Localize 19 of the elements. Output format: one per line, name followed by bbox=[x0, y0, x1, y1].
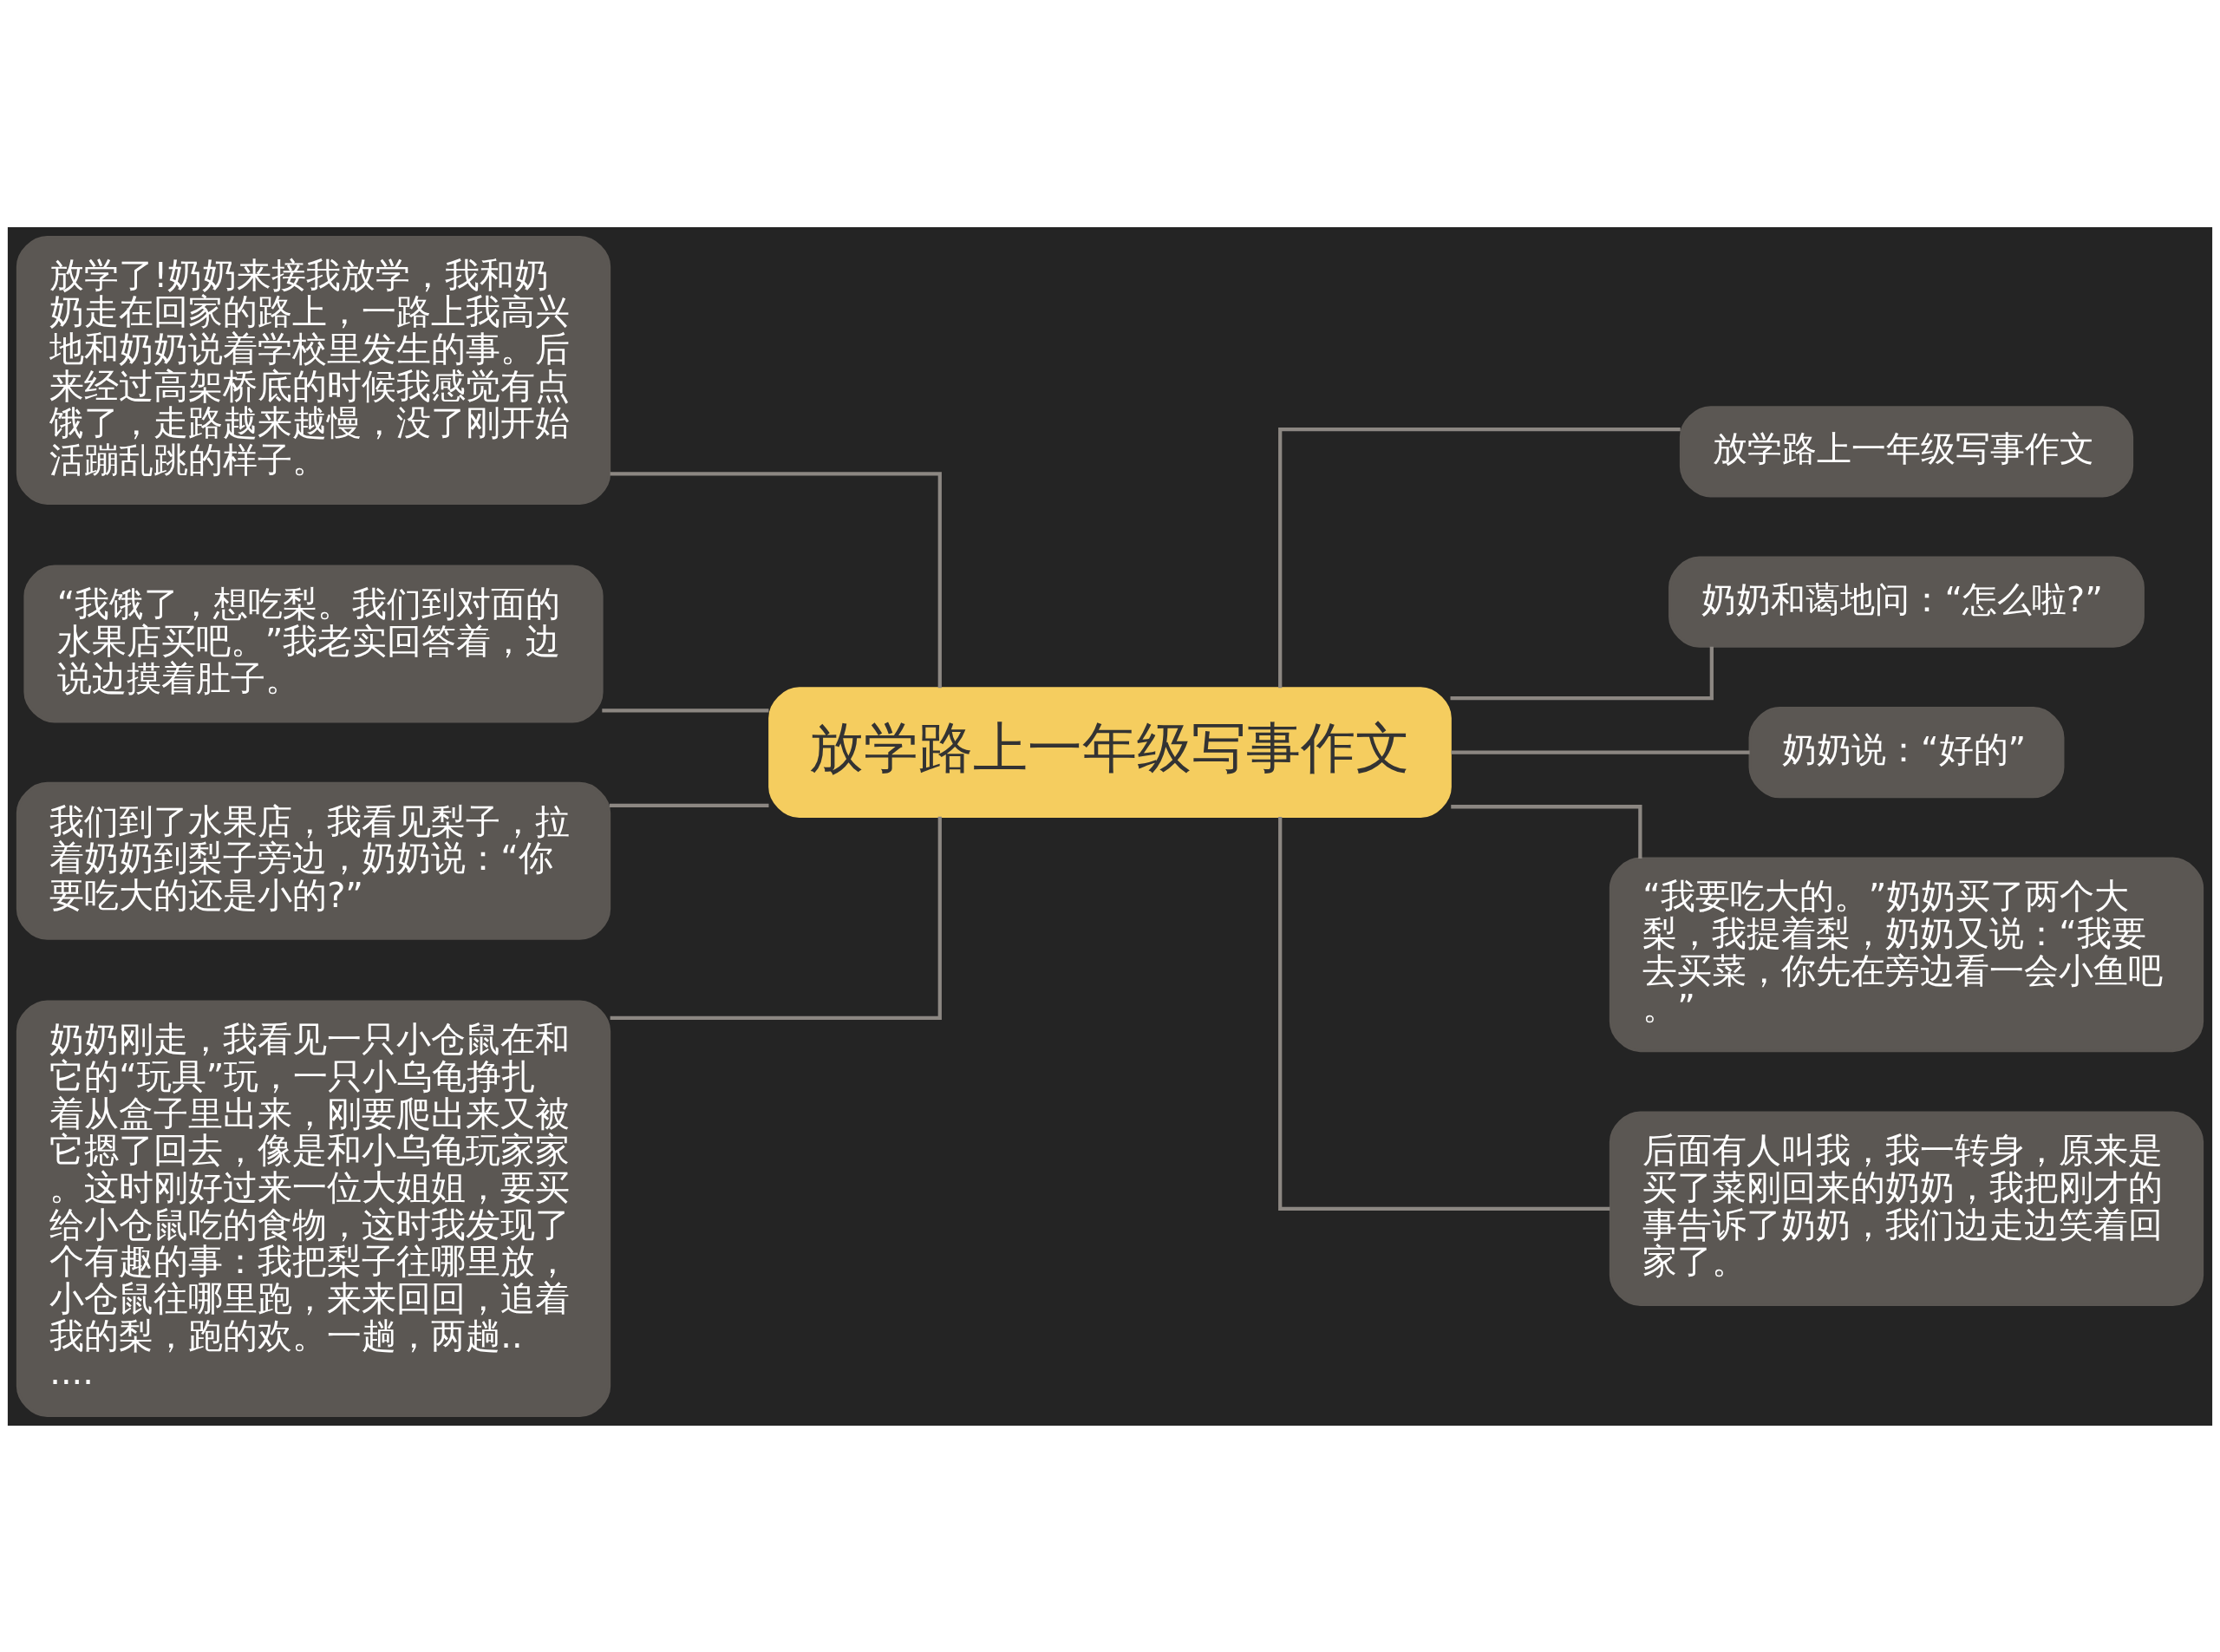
node-box: 放学路上一年级写事作文 bbox=[768, 686, 1452, 818]
connector bbox=[1450, 646, 1714, 700]
connector bbox=[602, 708, 769, 712]
node-box: 我们到了水果店，我看见梨子，拉着奶奶到梨子旁边，奶奶说：“你要吃大的还是小的?” bbox=[16, 781, 611, 940]
node-box: “我要吃大的。”奶奶买了两个大梨，我提着梨，奶奶又说：“我要去买菜，你先在旁边看一会小鱼吧。” bbox=[1609, 857, 2204, 1052]
connector bbox=[1278, 816, 1610, 1211]
connector bbox=[1278, 427, 1681, 688]
node-box: “我饿了，想吃梨。我们到对面的水果店买吧。”我老实回答着，边说边摸着肚子。 bbox=[23, 565, 604, 723]
connector bbox=[610, 471, 942, 688]
node-box: 奶奶和蔼地问：“怎么啦?” bbox=[1668, 556, 2145, 648]
node-box: 放学路上一年级写事作文 bbox=[1679, 405, 2134, 497]
connector bbox=[610, 816, 942, 1020]
node-box: 放学了!奶奶来接我放学，我和奶奶走在回家的路上，一路上我高兴地和奶奶说着学校里发生的事。后来经过高架桥底的时候我感觉有点饿了，走路越来越慢，没了刚开始活蹦乱跳的样子。 bbox=[16, 235, 611, 505]
node-box: 奶奶说：“好的” bbox=[1748, 706, 2065, 798]
connector bbox=[1451, 804, 1642, 859]
connector bbox=[1451, 750, 1750, 754]
node-box: 奶奶刚走，我看见一只小仓鼠在和它的“玩具”玩，一只小乌龟挣扎着从盒子里出来，刚要爬出来又被它摁了回去，像是和小乌龟玩家家。这时刚好过来一位大姐姐，要买给小仓鼠吃的食物，这时我发现了个有趣的事：我把梨子往哪里放，小仓鼠往哪里跑，来来回回，追着我的梨，跑的欢。一趟，两趟...... bbox=[16, 1000, 611, 1417]
connector bbox=[609, 803, 769, 807]
node-box: 后面有人叫我，我一转身，原来是买了菜刚回来的奶奶，我把刚才的事告诉了奶奶，我们边走边笑着回家了。 bbox=[1609, 1110, 2204, 1306]
